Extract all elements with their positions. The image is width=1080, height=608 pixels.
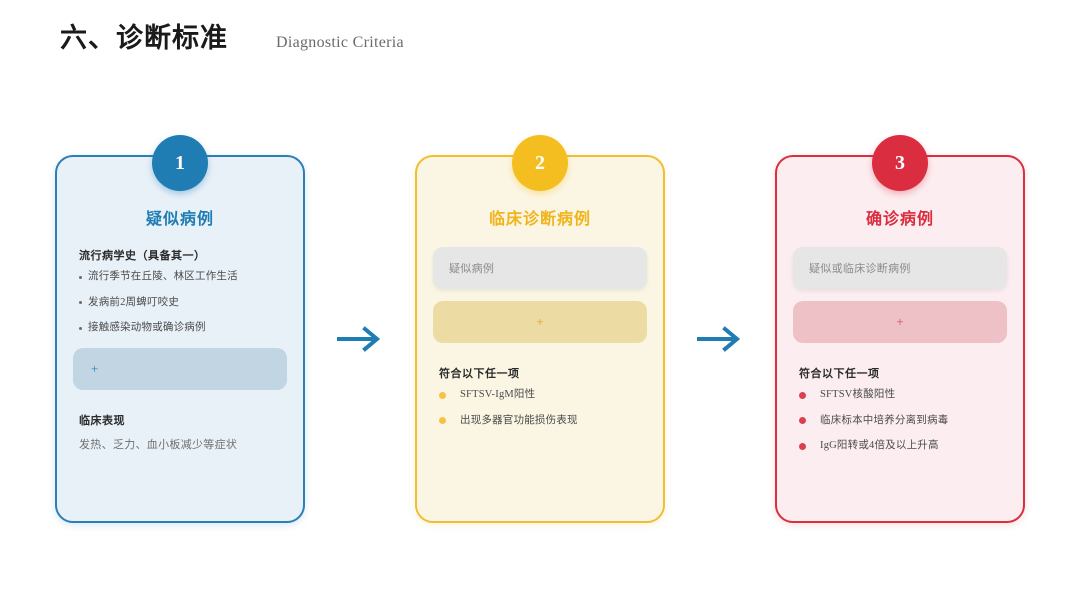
card-title: 临床诊断病例 xyxy=(488,211,591,228)
list-item: 接触感染动物或确诊病例 xyxy=(79,322,287,335)
list-item: IgG阳转或4倍及以上升高 xyxy=(799,440,1007,453)
section-heading-criteria: 符合以下任一项 xyxy=(439,368,520,380)
list-item: SFTSV核酸阳性 xyxy=(799,389,1007,402)
card-confirmed-case[interactable]: 3 确诊病例 疑似或临床诊断病例 + 符合以下任一项 SFTSV核酸阳性 临床标… xyxy=(775,135,1025,523)
page-title: 六、诊断标准 xyxy=(60,23,228,53)
card-number-badge: 1 xyxy=(152,135,208,191)
bullet-dot-icon xyxy=(79,275,82,279)
page-subtitle: Diagnostic Criteria xyxy=(276,34,404,51)
clinical-manifestation-text: 发热、乏力、血小板减少等症状 xyxy=(79,438,238,451)
list-item: 发病前2周蜱叮咬史 xyxy=(79,297,287,310)
arrow-right-icon-1 xyxy=(305,155,415,523)
bullet-dot-icon xyxy=(439,417,446,425)
section-heading-clinical: 临床表现 xyxy=(79,414,125,427)
plus-connector-box: + xyxy=(793,301,1007,343)
list-item: 出现多器官功能损伤表现 xyxy=(439,415,647,428)
page-header: 六、诊断标准 Diagnostic Criteria xyxy=(60,16,404,55)
plus-icon: + xyxy=(536,314,544,329)
section-heading-criteria: 符合以下任一项 xyxy=(799,368,880,380)
arrow-right-icon-2 xyxy=(665,155,775,523)
list-item-label: 临床标本中培养分离到病毒 xyxy=(820,414,949,426)
section-heading-epidemiology: 流行病学史（具备其一） xyxy=(79,250,206,262)
prerequisite-chip: 疑似病例 xyxy=(433,247,647,289)
bullet-list-criteria: SFTSV-IgM阳性 出现多器官功能损伤表现 xyxy=(433,389,647,427)
list-item: SFTSV-IgM阳性 xyxy=(439,389,647,402)
list-item-label: IgG阳转或4倍及以上升高 xyxy=(820,440,939,452)
list-item-label: 接触感染动物或确诊病例 xyxy=(88,322,206,334)
plus-icon: + xyxy=(91,360,99,376)
list-item: 临床标本中培养分离到病毒 xyxy=(799,415,1007,428)
card-title: 确诊病例 xyxy=(865,211,934,228)
bullet-list-epidemiology: 流行季节在丘陵、林区工作生活 发病前2周蜱叮咬史 接触感染动物或确诊病例 xyxy=(73,271,287,335)
list-item-label: SFTSV核酸阳性 xyxy=(820,389,896,400)
list-item-label: 发病前2周蜱叮咬史 xyxy=(88,296,180,308)
bullet-list-criteria: SFTSV核酸阳性 临床标本中培养分离到病毒 IgG阳转或4倍及以上升高 xyxy=(793,389,1007,453)
card-clinical-diagnosis[interactable]: 2 临床诊断病例 疑似病例 + 符合以下任一项 SFTSV-IgM阳性 出现多器… xyxy=(415,135,665,523)
list-item-label: SFTSV-IgM阳性 xyxy=(460,389,536,400)
list-item: 流行季节在丘陵、林区工作生活 xyxy=(79,271,287,284)
list-item-label: 流行季节在丘陵、林区工作生活 xyxy=(88,271,238,282)
plus-icon: + xyxy=(896,314,904,329)
bullet-dot-icon xyxy=(439,391,446,399)
bullet-dot-icon xyxy=(79,326,82,330)
plus-connector-box: + xyxy=(73,347,287,390)
card-suspected-case[interactable]: 1 疑似病例 流行病学史（具备其一） 流行季节在丘陵、林区工作生活 发病前2周蜱… xyxy=(55,135,305,523)
diagnostic-flow: 1 疑似病例 流行病学史（具备其一） 流行季节在丘陵、林区工作生活 发病前2周蜱… xyxy=(0,135,1080,523)
plus-connector-box: + xyxy=(433,301,647,343)
bullet-dot-icon xyxy=(799,391,806,399)
bullet-dot-icon xyxy=(799,417,806,425)
card-title: 疑似病例 xyxy=(145,211,214,228)
card-number-badge: 2 xyxy=(512,135,568,191)
card-number-badge: 3 xyxy=(872,135,928,191)
list-item-label: 出现多器官功能损伤表现 xyxy=(460,414,578,426)
bullet-dot-icon xyxy=(799,442,806,450)
bullet-dot-icon xyxy=(79,301,82,305)
prerequisite-chip: 疑似或临床诊断病例 xyxy=(793,247,1007,289)
